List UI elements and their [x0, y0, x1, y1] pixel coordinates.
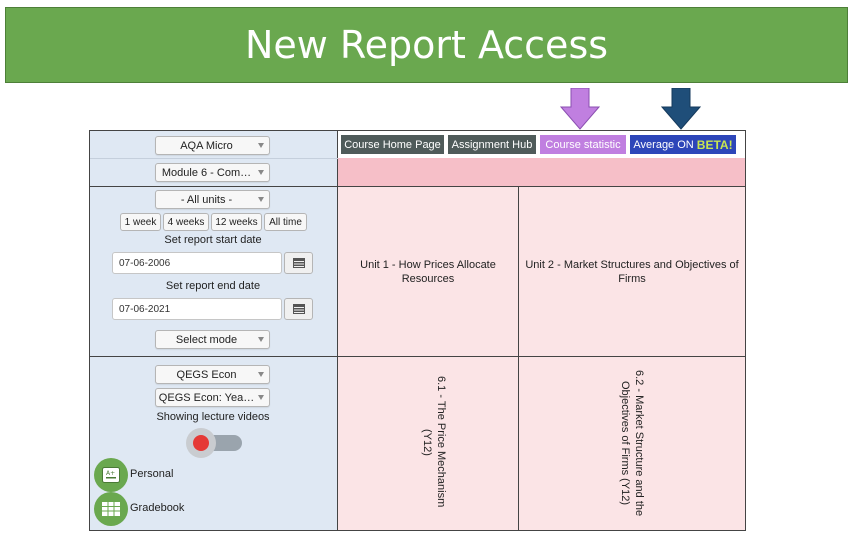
subject-select[interactable]: AQA Micro [155, 136, 270, 155]
gradebook-table-icon [102, 502, 120, 516]
tab-average-on[interactable]: Average ON BETA! [630, 135, 736, 154]
topic-1-title: 6.1 - The Price Mechanism (Y12) [421, 376, 447, 508]
start-date-input[interactable]: 07-06-2006 [112, 252, 282, 274]
average-on-label: Average ON [633, 138, 694, 151]
unit-1-cell[interactable] [338, 187, 518, 356]
personal-icon: A+ [102, 467, 120, 483]
group-select-value: QEGS Econ [176, 368, 237, 381]
mode-select-value: Select mode [175, 333, 238, 346]
gradebook-label: Gradebook [130, 502, 185, 514]
calendar-icon [292, 258, 305, 268]
group-select[interactable]: QEGS Econ [155, 365, 270, 384]
unit-2-cell[interactable] [519, 187, 745, 356]
calendar-icon [292, 304, 305, 314]
beta-badge: BETA! [696, 137, 733, 152]
end-date-input[interactable]: 07-06-2021 [112, 298, 282, 320]
tab-course-statistic[interactable]: Course statistic [540, 135, 626, 154]
personal-button[interactable]: A+ [94, 458, 128, 492]
module-select[interactable]: Module 6 - Com… [155, 163, 270, 182]
header-row [338, 158, 745, 186]
period-4-weeks-button[interactable]: 4 weeks [163, 213, 209, 231]
divider [90, 158, 338, 159]
divider [90, 356, 746, 357]
start-date-calendar-button[interactable] [284, 252, 313, 274]
unit-1-title: Unit 1 - How Prices Allocate Resources [360, 259, 496, 285]
subject-select-value: AQA Micro [180, 139, 233, 152]
svg-text:A+: A+ [106, 470, 115, 477]
units-select[interactable]: - All units - [155, 190, 270, 209]
tab-course-home-page[interactable]: Course Home Page [341, 135, 444, 154]
module-select-value: Module 6 - Com… [161, 166, 252, 179]
page-banner: New Report Access [5, 7, 848, 83]
period-12-weeks-button[interactable]: 12 weeks [211, 213, 262, 231]
end-date-label: Set report end date [165, 280, 261, 292]
unit-2-title: Unit 2 - Market Structures and Objective… [525, 259, 739, 285]
lecture-videos-toggle-knob[interactable] [186, 428, 216, 458]
gradebook-button[interactable] [94, 492, 128, 526]
topic-1-cell[interactable] [338, 357, 518, 530]
course-statistic-arrow-icon [560, 88, 600, 130]
topic-2-cell[interactable] [519, 357, 745, 530]
tab-assignment-hub[interactable]: Assignment Hub [448, 135, 536, 154]
period-all-time-button[interactable]: All time [264, 213, 307, 231]
personal-label: Personal [130, 468, 174, 480]
start-date-label: Set report start date [164, 234, 262, 246]
chevron-down-icon [258, 170, 264, 175]
toggle-dot [193, 435, 209, 451]
chevron-down-icon [258, 337, 264, 342]
lecture-videos-label: Showing lecture videos [156, 411, 270, 423]
divider [518, 186, 519, 531]
chevron-down-icon [258, 395, 264, 400]
average-on-arrow-icon [661, 88, 701, 130]
chevron-down-icon [258, 197, 264, 202]
banner-title: New Report Access [244, 23, 609, 67]
chevron-down-icon [258, 143, 264, 148]
mode-select[interactable]: Select mode [155, 330, 270, 349]
units-select-value: - All units - [180, 193, 233, 206]
end-date-calendar-button[interactable] [284, 298, 313, 320]
topic-2-title: 6.2 - Market Structure and the Objective… [619, 369, 645, 517]
class-select[interactable]: QEGS Econ: Yea… [155, 388, 270, 407]
divider [90, 186, 746, 187]
chevron-down-icon [258, 372, 264, 377]
class-select-value: QEGS Econ: Yea… [158, 391, 255, 404]
period-1-week-button[interactable]: 1 week [120, 213, 161, 231]
